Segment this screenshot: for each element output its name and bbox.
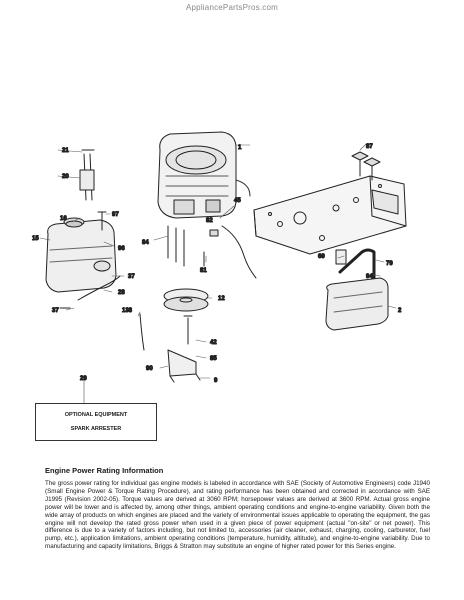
callout-21: 21 (62, 148, 69, 154)
fuel-line-part-28[interactable] (77, 275, 121, 301)
bolts-part-84[interactable] (167, 225, 185, 267)
callout-16: 16 (60, 216, 67, 222)
engine-info-title: Engine Power Rating Information (45, 466, 164, 475)
engine-power-info: Engine Power Rating Information The gros… (45, 466, 430, 551)
callout-2: 2 (398, 308, 402, 314)
callout-45: 45 (234, 198, 241, 204)
callout-42: 42 (210, 340, 217, 346)
engine-info-body: The gross power rating for individual ga… (45, 480, 430, 551)
valve-part-97[interactable] (97, 211, 107, 231)
optional-equipment-box: OPTIONAL EQUIPMENT SPARK ARRESTER (35, 403, 157, 441)
parts-diagram: 1 2 12 15 16 20 21 28 29 37 37 42 45 69 … (32, 131, 407, 405)
callout-79: 79 (386, 261, 393, 267)
muffler-part-2[interactable] (325, 277, 389, 331)
callout-69: 69 (318, 254, 325, 260)
leader-lines (39, 143, 397, 405)
optional-equipment-label: OPTIONAL EQUIPMENT (64, 412, 128, 418)
callout-9: 9 (214, 378, 218, 384)
callouts: 1 2 12 15 16 20 21 28 29 37 37 42 45 69 … (32, 144, 403, 385)
callout-85: 85 (210, 356, 217, 362)
dipstick-part-20[interactable] (79, 149, 95, 201)
callout-29: 29 (80, 376, 87, 382)
callout-90: 90 (146, 366, 153, 372)
knob-part-87[interactable] (351, 151, 381, 181)
callout-1: 1 (238, 145, 242, 151)
engine-part-1[interactable] (157, 131, 251, 219)
callout-81: 81 (200, 268, 207, 274)
pulley-part-12[interactable] (163, 288, 209, 312)
hose-part-138[interactable] (139, 313, 145, 351)
fuel-cap-part-16[interactable] (65, 220, 83, 228)
fuel-tank-part-15[interactable] (45, 217, 117, 293)
callout-138: 138 (122, 308, 133, 314)
exhaust-pipe-part-94[interactable] (338, 248, 376, 296)
callout-87: 87 (366, 144, 373, 150)
site-watermark: AppliancePartsPros.com (186, 3, 278, 12)
fitting-part-82[interactable] (209, 229, 219, 237)
callout-37b: 37 (52, 308, 59, 314)
callout-12: 12 (218, 296, 225, 302)
bolt-part-42[interactable] (183, 315, 193, 345)
hose-part-45[interactable] (221, 225, 257, 279)
chassis-frame (253, 175, 407, 255)
spark-arrester-label: SPARK ARRESTER (70, 426, 122, 432)
callout-20: 20 (62, 174, 69, 180)
callout-84: 84 (142, 240, 149, 246)
callout-96: 96 (118, 246, 125, 252)
callout-82: 82 (206, 218, 213, 224)
callout-15: 15 (32, 236, 39, 242)
callout-37a: 37 (128, 274, 135, 280)
bracket-part-85[interactable] (167, 349, 201, 383)
callout-28: 28 (118, 290, 125, 296)
callout-94: 94 (366, 274, 373, 280)
callout-97: 97 (112, 212, 119, 218)
